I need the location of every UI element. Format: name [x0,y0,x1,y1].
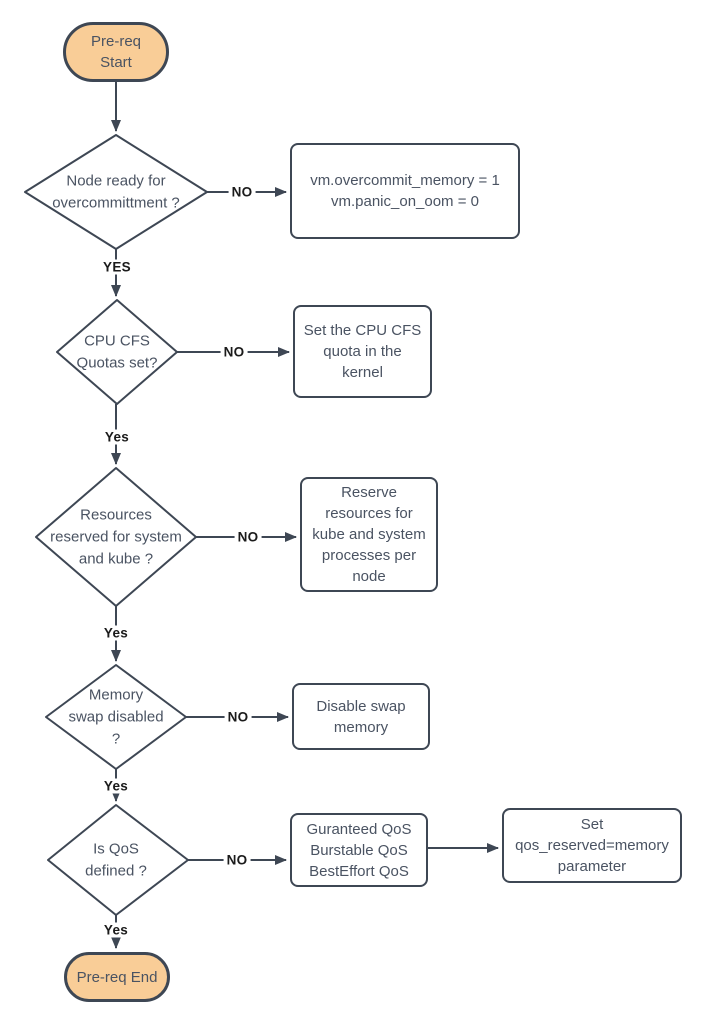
diamond-qos [47,804,189,916]
action-box-overcommit-settings: vm.overcommit_memory = 1 vm.panic_on_oom… [290,143,520,239]
no-label-swap: NO [224,709,252,725]
no-label-overcommit: NO [228,184,256,200]
start-terminal: Pre-req Start [63,22,169,82]
yes-label-swap: Yes [100,778,132,794]
no-label-qos: NO [223,852,251,868]
action-box-reserve-resources: Reserve resources for kube and system pr… [300,477,438,592]
no-label-cfs-quota: NO [220,344,248,360]
action-box-set-cfs-quota: Set the CPU CFS quota in the kernel [293,305,432,398]
end-terminal: Pre-req End [64,952,170,1002]
yes-label-overcommit: YES [100,259,134,275]
diamond-cfs-quota [56,299,178,405]
diamond-swap [45,664,187,770]
diamond-overcommit [24,134,208,250]
diamond-resources [35,467,197,607]
action-box-disable-swap: Disable swap memory [292,683,430,750]
no-label-resources: NO [234,529,262,545]
action-box-qos-reserved-param: Set qos_reserved=memory parameter [502,808,682,883]
yes-label-cfs-quota: Yes [101,429,133,445]
action-box-qos-classes: Guranteed QoS Burstable QoS BestEffort Q… [290,813,428,887]
yes-label-resources: Yes [100,625,132,641]
yes-label-qos: Yes [100,922,132,938]
